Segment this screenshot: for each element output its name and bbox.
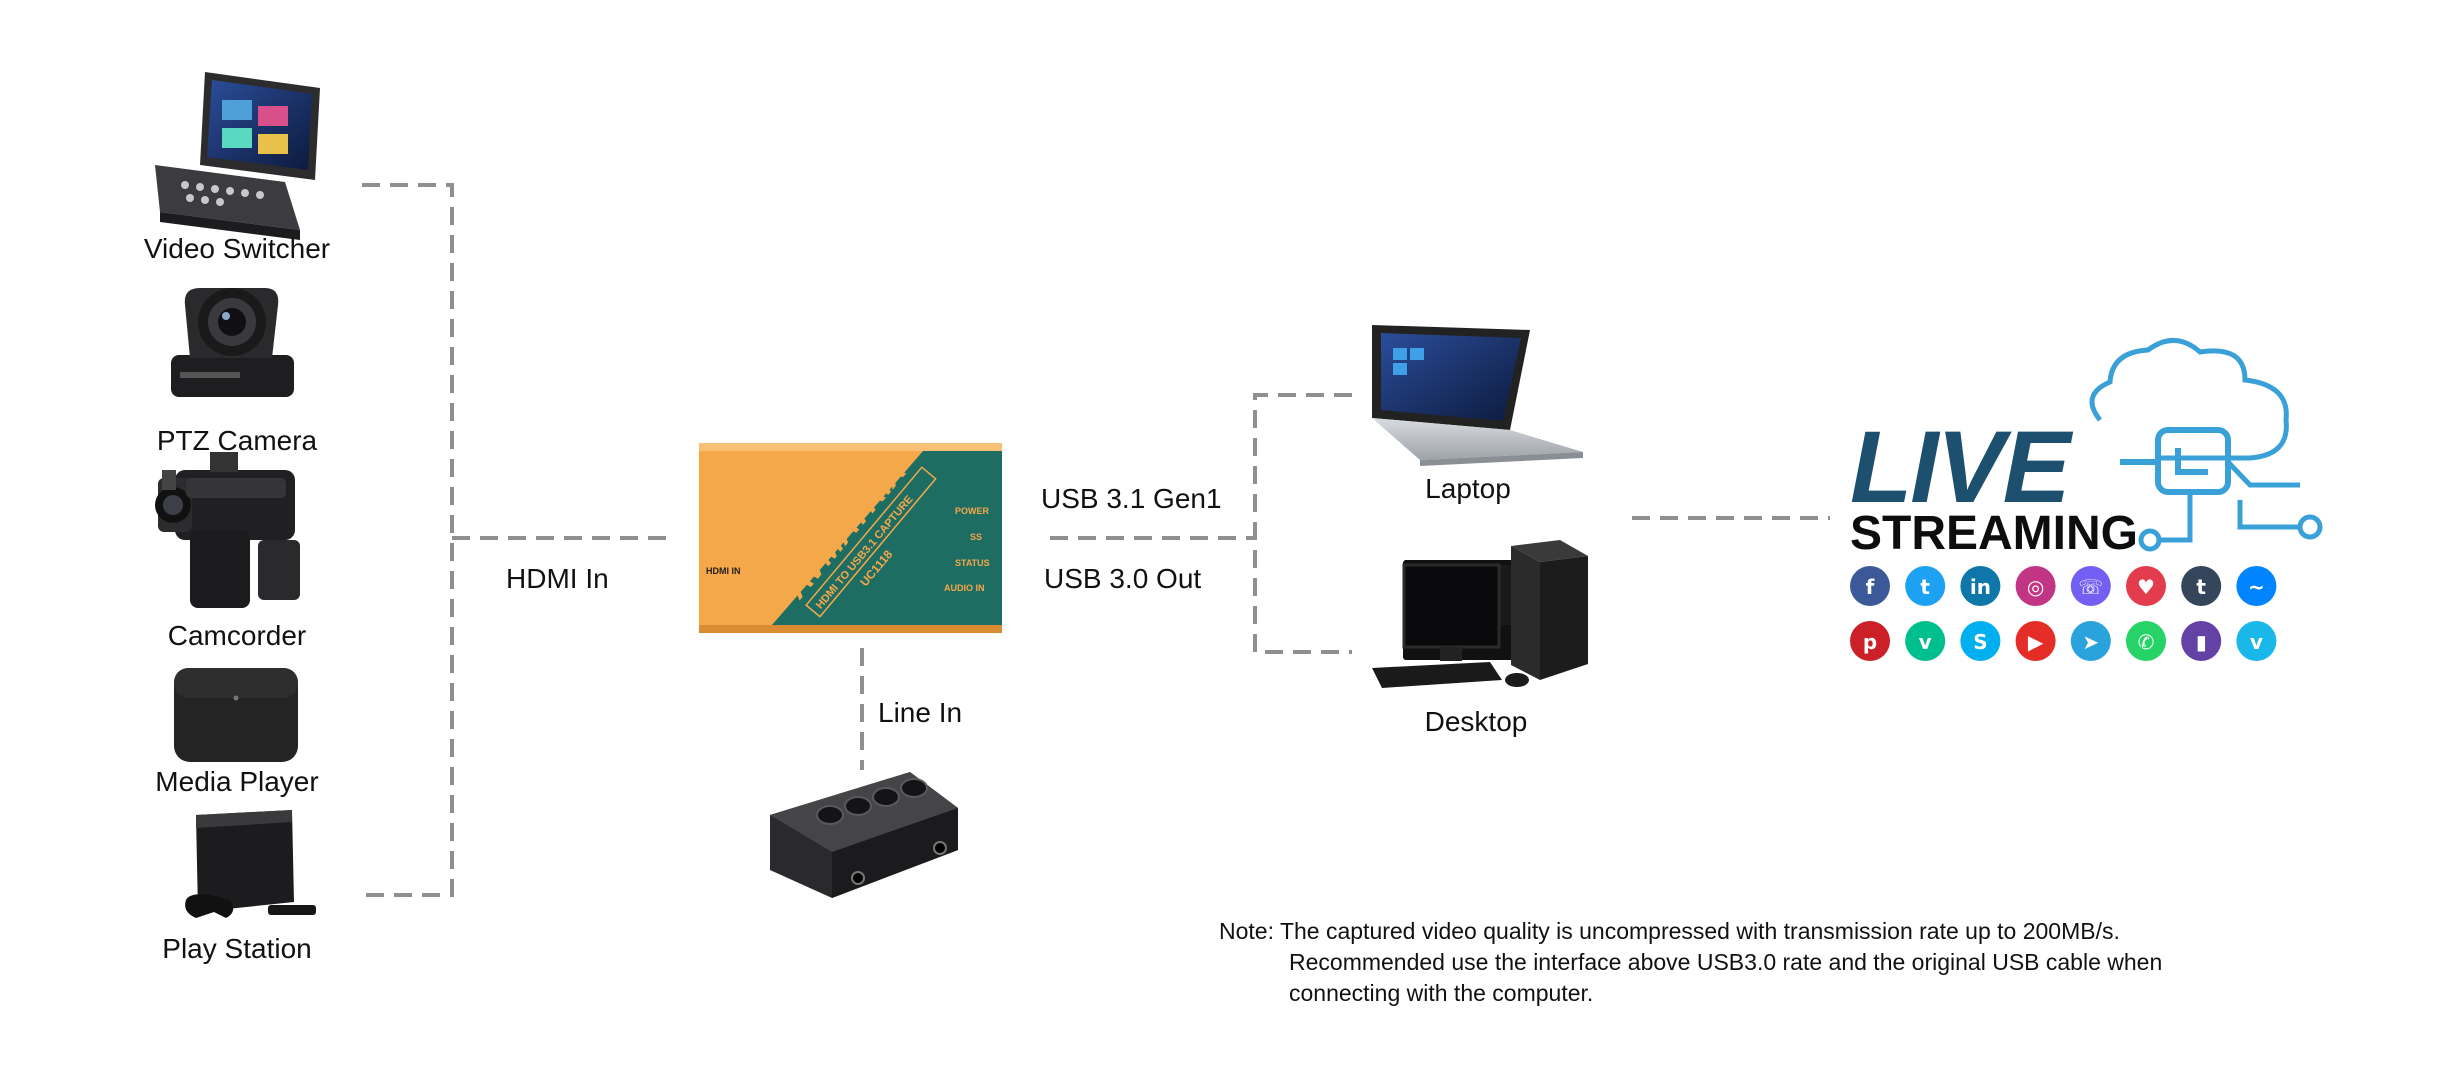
game-console-icon [185,810,316,918]
indicator-ss: SS [970,532,982,542]
whatsapp-icon: ✆ [2126,621,2166,661]
svg-text:v: v [2250,630,2263,654]
telegram-icon: ➤ [2070,621,2111,661]
link-label-line-in: Line In [878,697,963,728]
note-line-3: connecting with the computer. [1289,980,1594,1006]
note-text: Note: The captured video quality is unco… [1219,916,2162,1009]
svg-text:p: p [1863,630,1877,654]
svg-text:f: f [1866,575,1875,599]
capture-device: POWER SS STATUS AUDIO IN HDMI IN AVMATRI… [699,443,1002,633]
youtube-icon: ▶ [2015,621,2056,661]
svg-text:t: t [1920,575,1930,599]
pinterest-icon: p [1850,621,1890,661]
viber-icon: ☏ [2070,566,2111,606]
source-label-ptz-camera: PTZ Camera [156,425,318,456]
note-line-1: Note: The captured video quality is unco… [1219,918,2120,944]
svg-text:v: v [1919,630,1932,654]
svg-text:◎: ◎ [2027,575,2044,599]
note-line-2: Recommended use the interface above USB3… [1289,949,2163,975]
tumblr-icon: t [2181,566,2222,606]
twitch-icon: ▮ [2181,621,2222,661]
source-label-media-player: Media Player [155,766,319,797]
laptop-icon [1372,325,1583,466]
media-player-icon [174,668,298,762]
vimeo-icon: v [2236,621,2277,661]
messenger-icon: ~ [2236,566,2277,606]
svg-text:✆: ✆ [2138,630,2155,654]
linkedin-icon: in [1960,566,2001,606]
svg-text:▶: ▶ [2028,630,2044,654]
svg-text:♥: ♥ [2137,575,2155,599]
svg-text:in: in [1970,575,1991,599]
indicator-power: POWER [955,506,990,516]
desktop-computer-icon [1372,540,1588,688]
video-switcher-icon [155,72,320,240]
link-label-usb-top: USB 3.1 Gen1 [1041,483,1222,514]
source-label-play-station: Play Station [162,933,312,964]
camcorder-icon [155,452,300,608]
svg-text:▮: ▮ [2196,630,2207,654]
link-label-hdmi-in: HDMI In [506,563,609,594]
skype-icon: S [1960,621,2001,661]
twitter-icon: t [1905,566,1946,606]
device-teal-face [765,443,1002,633]
svg-text:☏: ☏ [2078,575,2103,599]
source-bus-line [362,183,454,897]
computer-label-desktop: Desktop [1424,706,1528,737]
svg-text:➤: ➤ [2082,630,2099,654]
source-label-video-switcher: Video Switcher [143,233,331,264]
svg-text:S: S [1973,630,1987,654]
ptz-camera-icon [171,288,294,397]
indicator-audio-in: AUDIO IN [944,583,985,593]
live-streaming-logo: LIVE STREAMING [1850,338,2323,560]
source-label-camcorder: Camcorder [167,620,307,651]
svg-text:~: ~ [2248,575,2265,599]
screen-outline [2155,427,2231,495]
indicator-status: STATUS [955,558,990,568]
vine-icon: v [1905,621,1946,661]
instagram-icon: ◎ [2015,566,2056,606]
audio-mixer-icon [770,772,958,898]
social-icons: f t in ◎ ☏ ♥ t ~ p v S ▶ ➤ ✆ ▮ v [1850,566,2277,661]
connector-lines [362,183,1830,897]
cloud-outline [2089,338,2289,461]
link-label-usb-bottom: USB 3.0 Out [1044,563,1202,594]
periscope-icon: ♥ [2126,566,2166,606]
device-port-label: HDMI IN [706,566,741,576]
computer-label-laptop: Laptop [1425,473,1511,504]
live-word: LIVE [1850,410,2074,524]
streaming-word: STREAMING [1850,507,2138,560]
computer-bus-line [1253,393,1352,654]
facebook-icon: f [1850,566,1890,606]
svg-text:t: t [2196,575,2206,599]
